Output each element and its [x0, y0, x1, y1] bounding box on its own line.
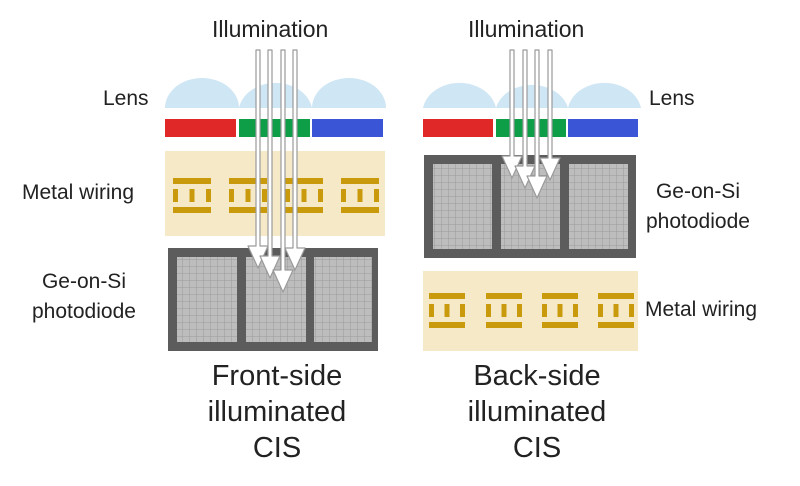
- back-side-structure: [423, 49, 641, 351]
- back-wire-1: [429, 293, 465, 328]
- front-wiring-label: Metal wiring: [22, 181, 135, 204]
- back-lens-1: [423, 82, 496, 108]
- back-lens-3: [568, 82, 641, 108]
- back-illumination-label: Illumination: [468, 16, 585, 42]
- front-lens-3: [312, 78, 386, 108]
- front-arrow-3: [272, 49, 294, 293]
- front-side-structure: [165, 49, 386, 351]
- front-lens-2: [239, 82, 312, 108]
- front-wire-1: [173, 178, 211, 213]
- front-filter-red: [165, 119, 236, 137]
- front-wiring-background: [165, 151, 385, 236]
- back-lens-array: [423, 82, 641, 108]
- back-title: Back-side illuminated CIS: [467, 360, 607, 464]
- front-illumination-label: Illumination: [212, 16, 329, 42]
- back-wire-3: [542, 293, 578, 328]
- back-arrow-3: [526, 49, 548, 199]
- back-wire-2: [486, 293, 522, 328]
- front-metal-wiring-layer: [165, 151, 385, 236]
- front-filter-blue: [312, 119, 383, 137]
- front-arrow-4: [284, 49, 306, 271]
- back-photodiode-cell-1: [433, 164, 492, 249]
- back-wire-4: [598, 293, 634, 328]
- back-photodiode-layer: [424, 155, 636, 258]
- back-lens-2: [496, 84, 568, 108]
- front-title: Front-side illuminated CIS: [207, 360, 347, 464]
- front-filter-green: [239, 119, 310, 137]
- front-arrow-2: [259, 49, 281, 279]
- front-lens-array: [165, 78, 386, 108]
- front-wiring-metal: [173, 178, 379, 213]
- front-color-filter: [165, 119, 383, 137]
- back-illumination-arrows: [501, 49, 561, 199]
- front-lens-1: [165, 78, 239, 108]
- front-photodiode-label: Ge-on-Si photodiode: [32, 270, 136, 323]
- back-wiring-metal: [429, 293, 634, 328]
- front-lens-label: Lens: [103, 87, 149, 110]
- front-photodiode-cell-3: [314, 257, 372, 342]
- front-photodiode-cell-1: [177, 257, 237, 342]
- back-wiring-label: Metal wiring: [645, 298, 758, 321]
- back-photodiode-label: Ge-on-Si photodiode: [646, 180, 750, 233]
- back-arrow-1: [501, 49, 523, 179]
- back-color-filter: [423, 119, 638, 137]
- back-arrow-4: [539, 49, 561, 181]
- front-illumination-arrows: [247, 49, 306, 293]
- back-lens-label: Lens: [649, 87, 695, 110]
- front-wire-4: [341, 178, 379, 213]
- back-wiring-background: [423, 271, 638, 351]
- back-photodiode-cell-3: [569, 164, 628, 249]
- back-filter-red: [423, 119, 493, 137]
- back-metal-wiring-layer: [423, 271, 638, 351]
- back-filter-blue: [568, 119, 638, 137]
- back-filter-green: [496, 119, 566, 137]
- front-wire-2: [229, 178, 267, 213]
- front-wire-3: [285, 178, 323, 213]
